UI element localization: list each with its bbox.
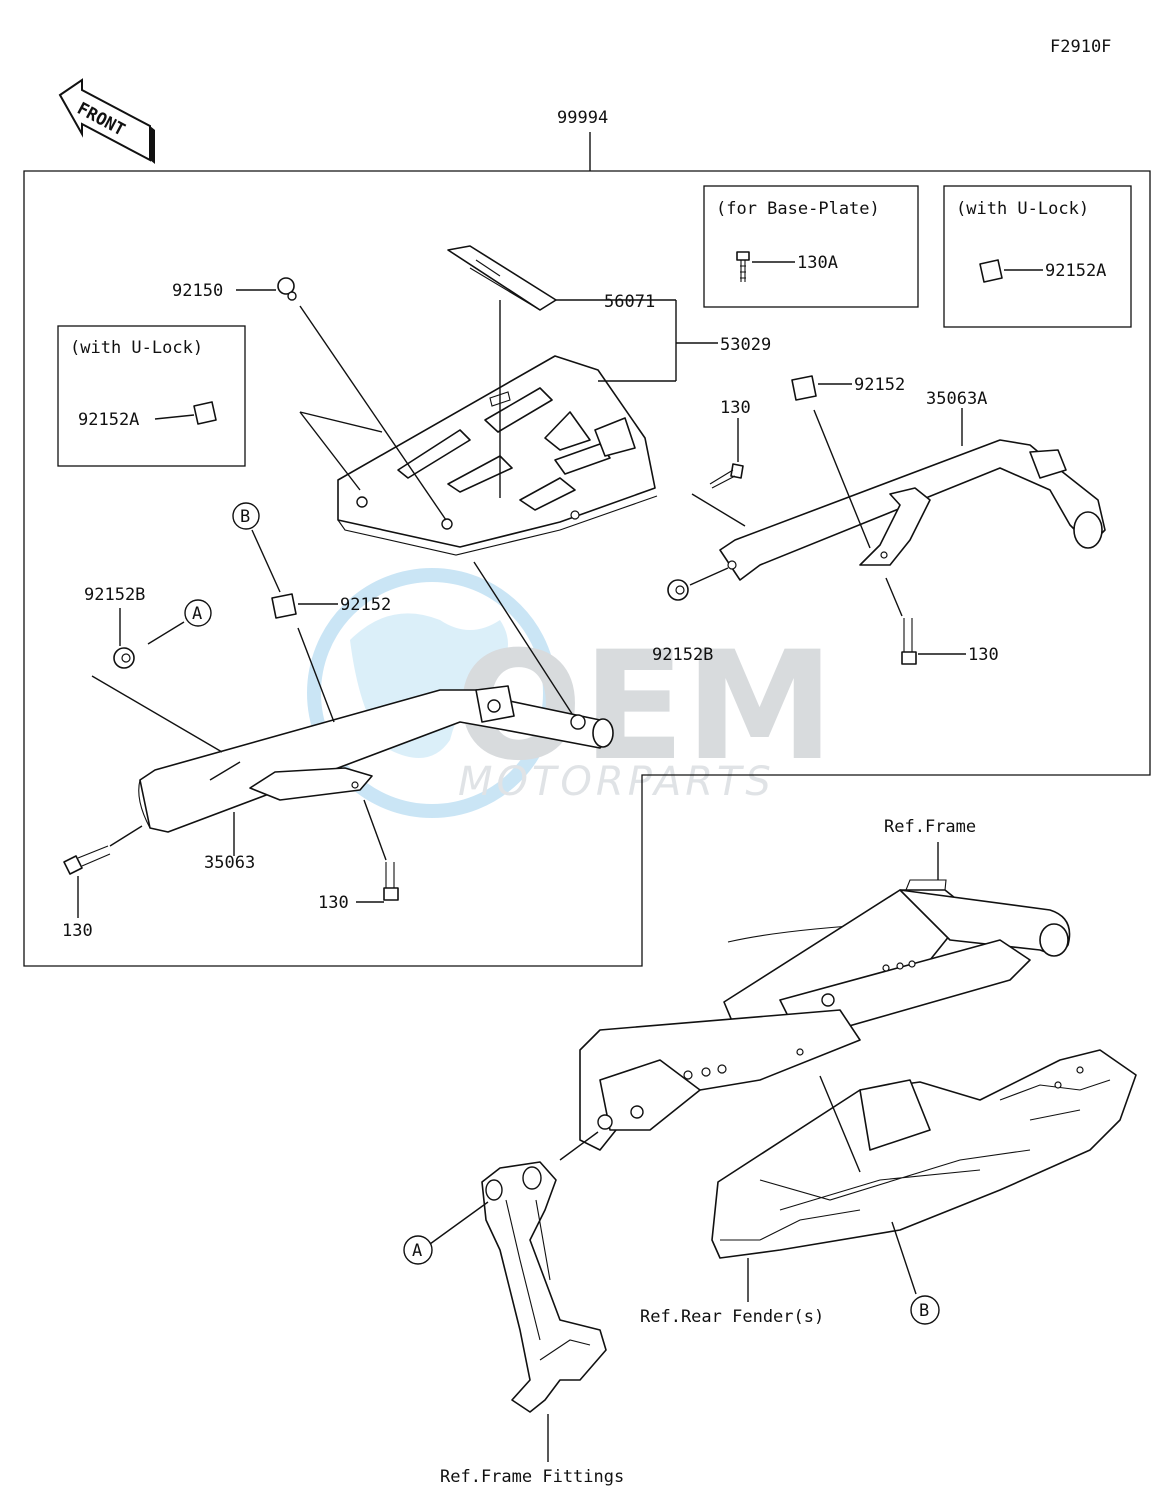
box-u-lock-left: (with U-Lock) 92152A [57, 325, 246, 467]
callout-a-upper-label: A [192, 604, 202, 624]
front-arrow-icon: FRONT [58, 78, 155, 164]
label-35063A: 35063A [926, 389, 987, 409]
bolt-icon [383, 862, 399, 901]
grommet-icon [113, 647, 135, 669]
label-92152B-mid: 92152B [652, 645, 713, 665]
watermark-text: MOTORPARTS [458, 759, 775, 805]
box-u-lock-right-title: (with U-Lock) [956, 199, 1089, 219]
label-92152A-right: 92152A [1045, 261, 1106, 281]
box-base-plate: (for Base-Plate) 130A [703, 185, 919, 308]
label-130-bottom: 130 [318, 893, 349, 913]
reference-rear-fender [711, 1049, 1137, 1259]
collar-icon [271, 593, 297, 619]
figure-code: F2910F [1050, 37, 1111, 57]
box-u-lock-left-title: (with U-Lock) [70, 338, 203, 358]
bolt-icon [709, 463, 744, 489]
bolt-icon [901, 618, 917, 665]
callout-b-upper: B [232, 502, 260, 530]
side-bracket-right [719, 439, 1106, 581]
collar-icon [193, 401, 217, 425]
reference-frame-fittings-label: Ref.Frame Fittings [440, 1467, 624, 1487]
grommet-icon [667, 579, 689, 601]
reference-frame-label: Ref.Frame [884, 817, 976, 837]
reference-frame [579, 879, 1071, 1151]
screw-icon [277, 277, 297, 301]
label-130-right: 130 [968, 645, 999, 665]
label-99994: 99994 [557, 108, 608, 128]
callout-b-lower-label: B [919, 1301, 929, 1321]
carrier-plate [337, 245, 658, 556]
label-92150: 92150 [172, 281, 223, 301]
label-53029: 53029 [720, 335, 771, 355]
side-bracket-left [138, 685, 614, 833]
kit-outline [23, 132, 1151, 967]
label-130-top: 130 [720, 398, 751, 418]
box-u-lock-right: (with U-Lock) 92152A [943, 185, 1132, 328]
label-56071: 56071 [604, 292, 655, 312]
callout-a-lower-label: A [412, 1241, 422, 1261]
collar-icon [791, 375, 817, 401]
label-35063: 35063 [204, 853, 255, 873]
label-92152-right: 92152 [854, 375, 905, 395]
callout-b-upper-label: B [240, 507, 250, 527]
bolt-icon [736, 251, 750, 282]
label-92152-left: 92152 [340, 595, 391, 615]
reference-rear-fender-label: Ref.Rear Fender(s) [640, 1307, 824, 1327]
bolt-icon [63, 845, 111, 875]
collar-icon [979, 259, 1003, 283]
label-130A: 130A [797, 253, 838, 273]
reference-frame-fittings [481, 1161, 607, 1413]
label-92152B-left: 92152B [84, 585, 145, 605]
box-base-plate-title: (for Base-Plate) [716, 199, 880, 219]
label-130-left: 130 [62, 921, 93, 941]
callout-b-lower: B [910, 1295, 940, 1325]
label-92152A-left: 92152A [78, 410, 139, 430]
callout-a-lower: A [403, 1235, 433, 1265]
callout-a-upper: A [184, 599, 212, 627]
